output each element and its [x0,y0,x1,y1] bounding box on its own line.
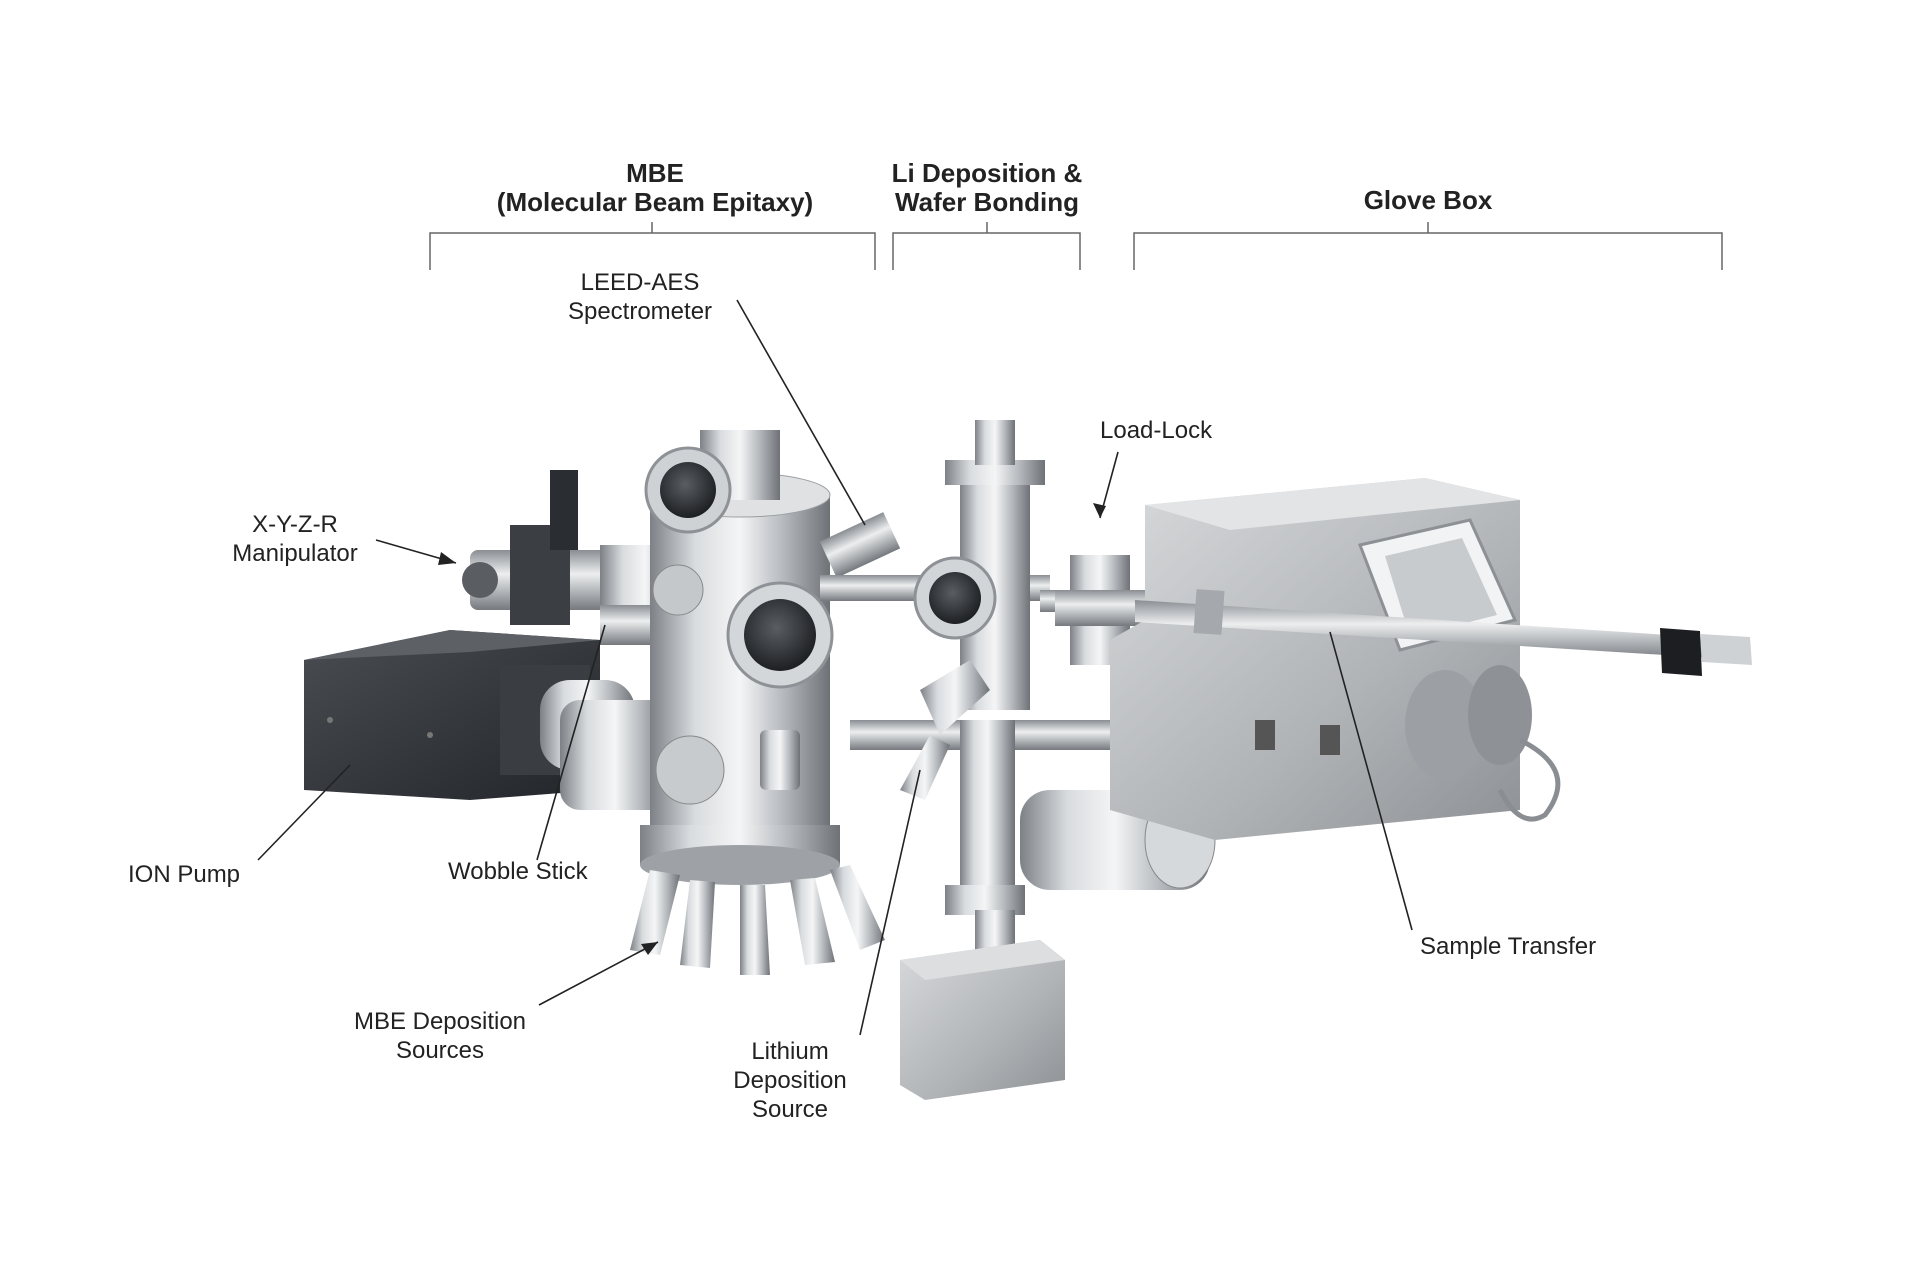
leader-wobble [536,624,606,861]
section-title-mbe-line1: MBE [626,158,684,188]
leader-mbesources [538,941,659,1006]
callout-ion-pump: ION Pump [128,860,240,889]
callout-sample-line1: Sample Transfer [1420,933,1597,960]
callout-lithium-line1: Lithium [751,1038,829,1065]
leader-lithium [859,769,921,1036]
callout-lithium-line2: Deposition [733,1067,847,1094]
section-brackets [429,222,1723,270]
bracket-li [892,222,1081,270]
callout-loadlock-line1: Load-Lock [1100,417,1213,444]
sample-transfer-rod-shape [1135,589,1752,676]
callout-leed-aes: LEED-AES Spectrometer [540,268,740,326]
section-title-li-line2: Wafer Bonding [895,187,1079,217]
bracket-glove [1133,222,1723,270]
callout-ionpump-line1: ION Pump [128,861,241,888]
callout-wobble-stick: Wobble Stick [448,857,588,886]
callout-manipulator-line2: Manipulator [232,540,358,567]
section-title-mbe: MBE (Molecular Beam Epitaxy) [470,159,840,217]
leader-sample [1329,631,1413,931]
callout-sample-transfer: Sample Transfer [1420,932,1596,961]
section-title-mbe-line2: (Molecular Beam Epitaxy) [496,187,814,217]
glove-box-shape [1110,478,1561,840]
callout-leed-line1: LEED-AES [580,269,700,296]
callout-lithium-line3: Source [751,1096,829,1123]
callout-mbesources-line1: MBE Deposition [353,1008,527,1035]
arrowhead-mbesources [641,942,658,955]
li-chamber-shape [900,420,1065,1100]
leader-ionpump [257,764,351,861]
callout-leed-line2: Spectrometer [567,298,713,325]
callout-mbe-deposition-sources: MBE Deposition Sources [340,1007,540,1065]
section-title-glove-line1: Glove Box [1363,185,1493,215]
section-title-li-line1: Li Deposition & [891,158,1083,188]
section-title-li: Li Deposition & Wafer Bonding [867,159,1107,217]
callout-manipulator-line1: X-Y-Z-R [252,511,338,538]
section-title-glove: Glove Box [1328,186,1528,215]
mbe-chamber-shape [560,430,901,975]
callout-leaders [257,299,1413,1036]
leader-leed [736,299,866,526]
bracket-mbe [429,222,876,270]
arrowhead-loadlock [1093,503,1106,518]
callout-lithium-deposition-source: Lithium Deposition Source [720,1037,860,1124]
callout-wobble-line1: Wobble Stick [448,858,588,885]
callout-manipulator: X-Y-Z-R Manipulator [210,510,380,568]
callout-load-lock: Load-Lock [1100,416,1212,445]
arrowhead-manipulator [438,552,456,565]
callout-mbesources-line2: Sources [395,1037,485,1064]
deposition-source-shapes [630,865,885,975]
